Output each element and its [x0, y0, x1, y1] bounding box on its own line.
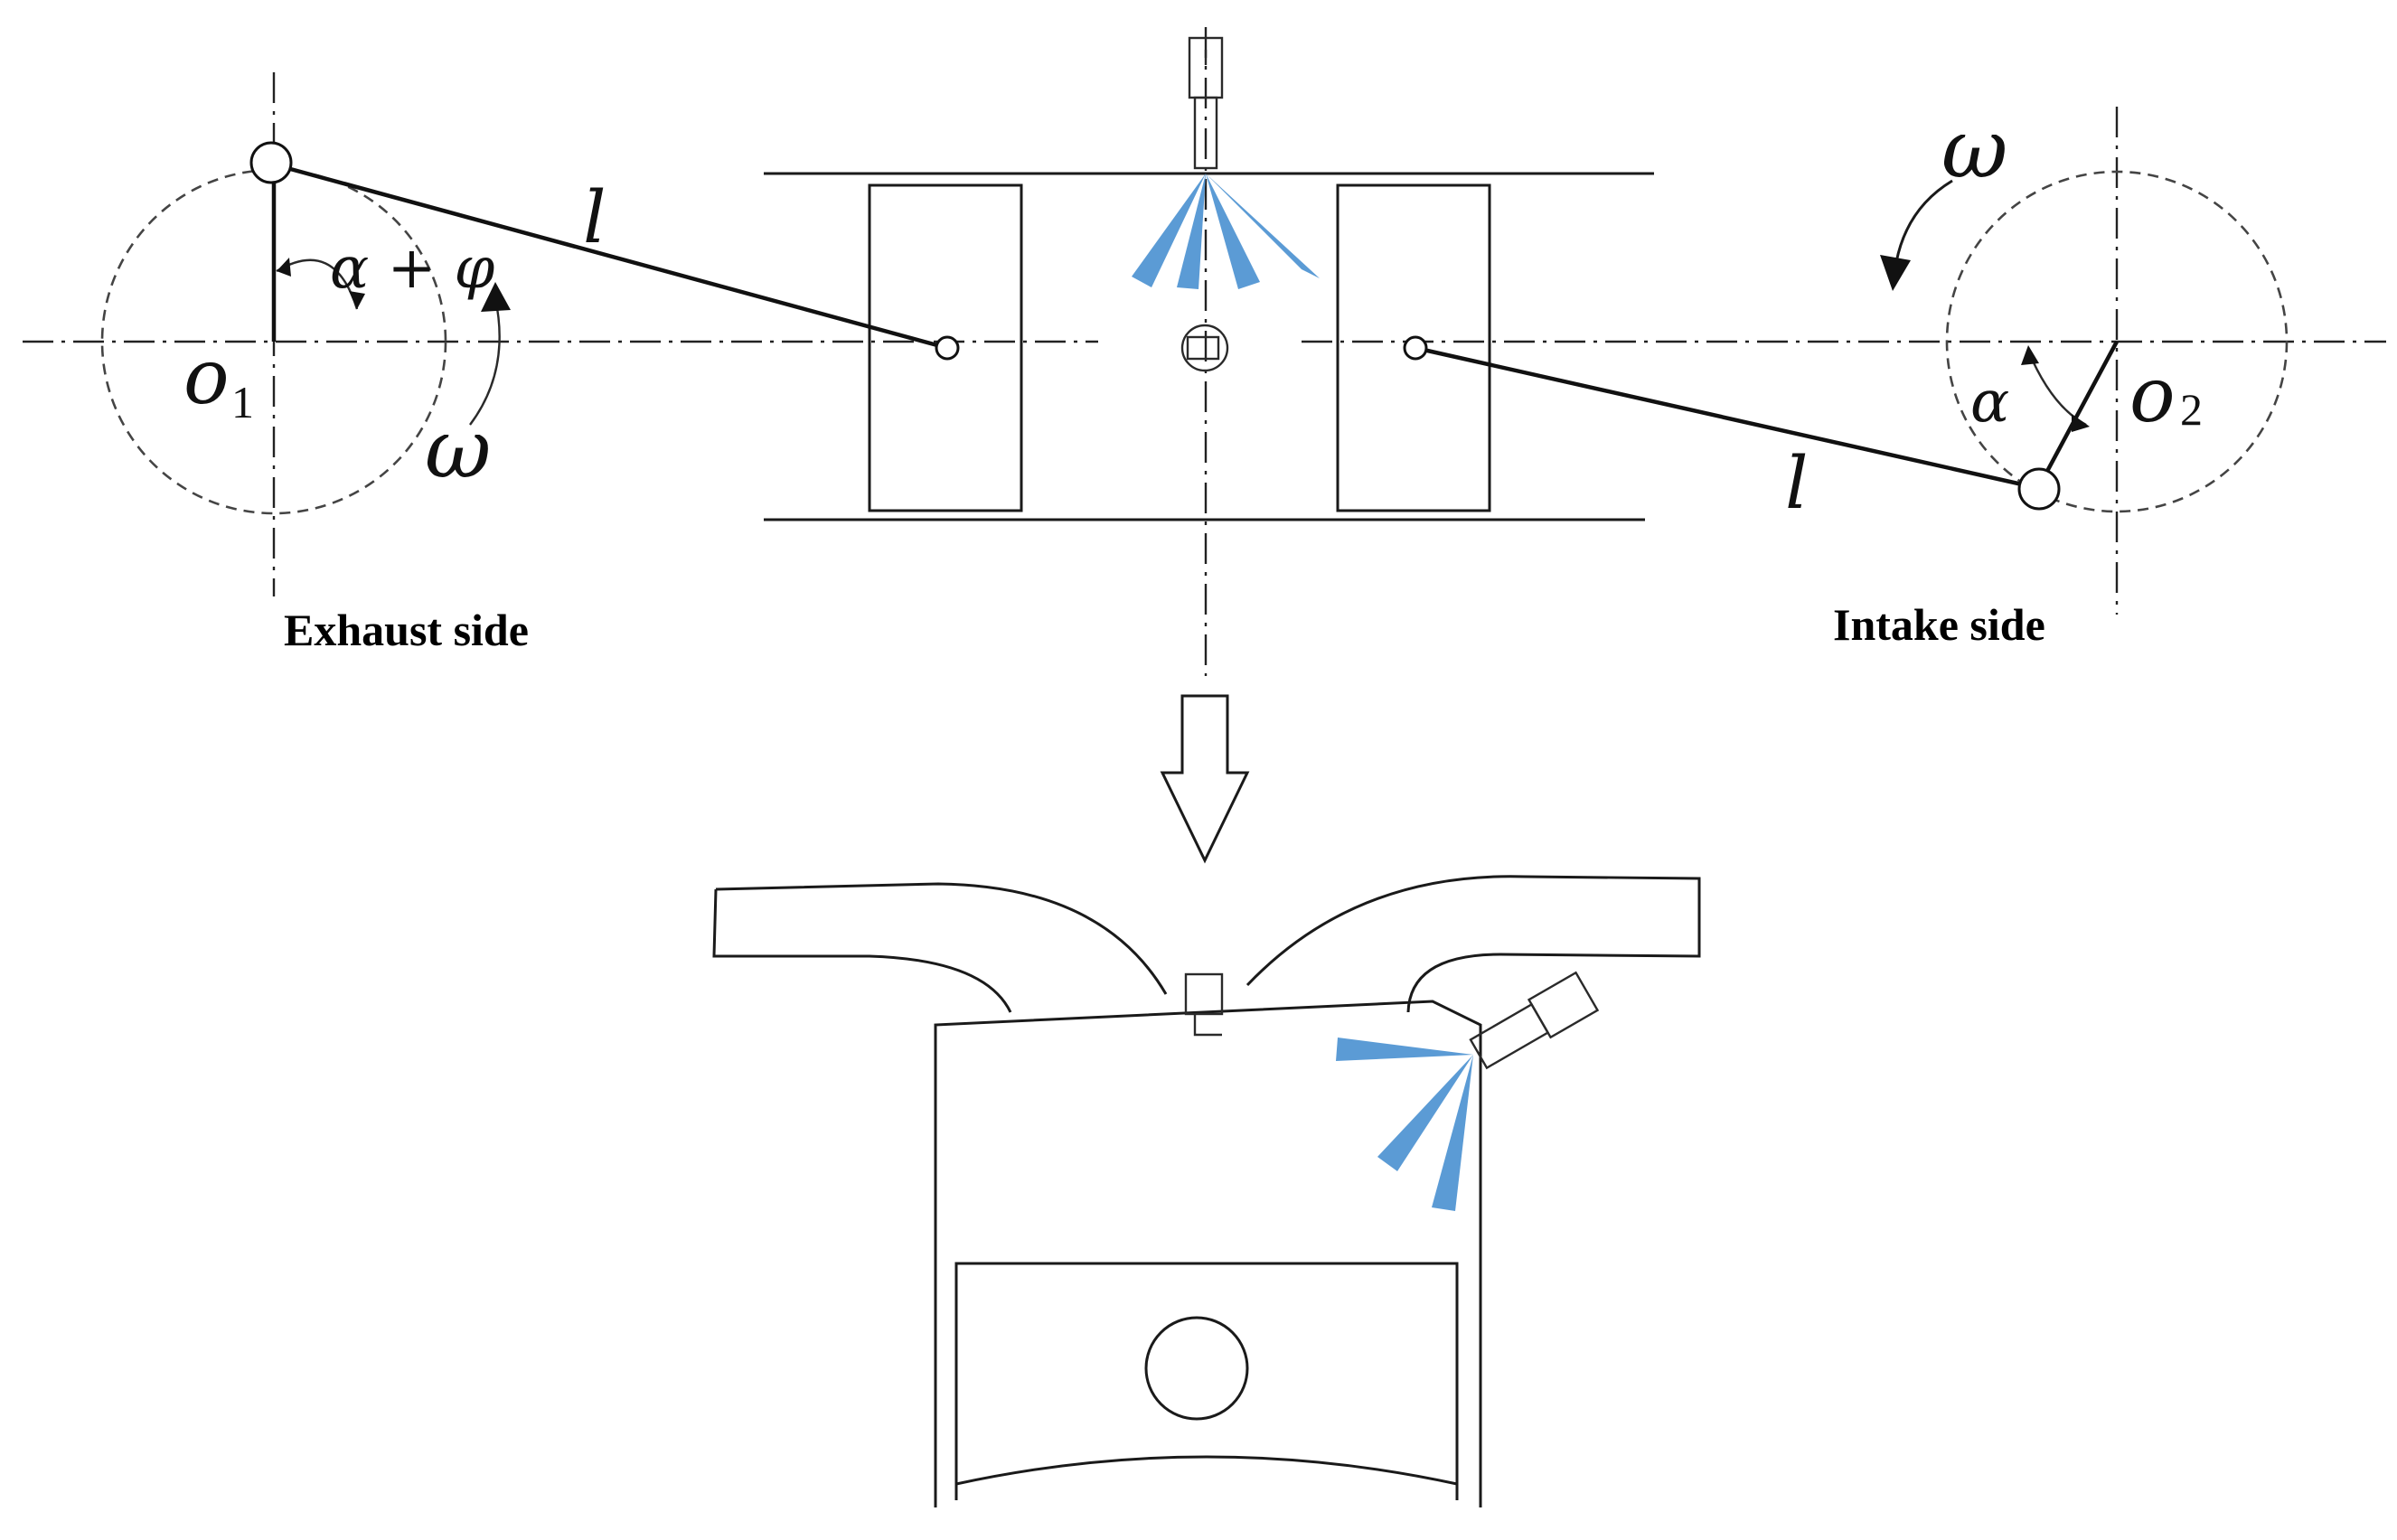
exhaust-crank-circle [100, 168, 447, 515]
o1-label: o 1 [183, 333, 254, 427]
o2-label: o 2 [2129, 351, 2203, 439]
side-fuel-spray [1336, 1038, 1473, 1211]
svg-text:o: o [2129, 351, 2176, 439]
top-plug [1184, 972, 1224, 1037]
exhaust-piston-pin [935, 335, 960, 361]
exhaust-connecting-rod [273, 162, 948, 351]
intake-crank-arm [2036, 340, 2119, 490]
exhaust-crank-pin [249, 141, 293, 184]
intake-connecting-rod [1415, 345, 2039, 491]
intake-piston [1336, 183, 1491, 512]
piston-cross-section [954, 1262, 1459, 1500]
exhaust-rotation-arrowhead [481, 282, 511, 312]
top-fuel-spray [1132, 174, 1320, 289]
intake-side-caption: Intake side [1833, 599, 2045, 650]
exhaust-angle-arrowhead-right [349, 291, 365, 309]
intake-crank-circle [1945, 170, 2289, 513]
intake-crank-pin [2017, 467, 2061, 511]
intake-rotation-arrowhead [1880, 255, 1911, 291]
transition-down-arrow [1160, 694, 1250, 864]
exhaust-side-caption: Exhaust side [284, 605, 529, 655]
intake-angle-arrowhead-bottom [2072, 414, 2090, 432]
left-port [712, 882, 1168, 1013]
svg-text:2: 2 [2180, 384, 2203, 435]
exhaust-angle-label: α + φ [330, 235, 495, 302]
top-injector [1188, 36, 1224, 170]
angled-injector [1469, 971, 1600, 1070]
exhaust-rotation-arrow [469, 297, 501, 426]
exhaust-omega-label: ω [425, 402, 491, 497]
svg-text:1: 1 [231, 377, 254, 427]
exhaust-rod-length-label: l [583, 175, 606, 259]
right-port [1246, 875, 1701, 1013]
exhaust-piston [868, 183, 1023, 512]
center-sensor-symbol [1180, 324, 1229, 372]
intake-rotation-arrow [1894, 179, 1953, 263]
intake-rod-length-label: l [1785, 441, 1809, 525]
intake-omega-label: ω [1941, 102, 2007, 197]
intake-angle-label: α [1970, 369, 2009, 436]
svg-text:o: o [183, 333, 230, 421]
cylinder-outline [934, 1000, 1482, 1507]
intake-angle-arrowhead-top [2021, 345, 2039, 365]
exhaust-angle-arrowhead-left [277, 258, 291, 277]
intake-piston-pin [1403, 335, 1428, 361]
